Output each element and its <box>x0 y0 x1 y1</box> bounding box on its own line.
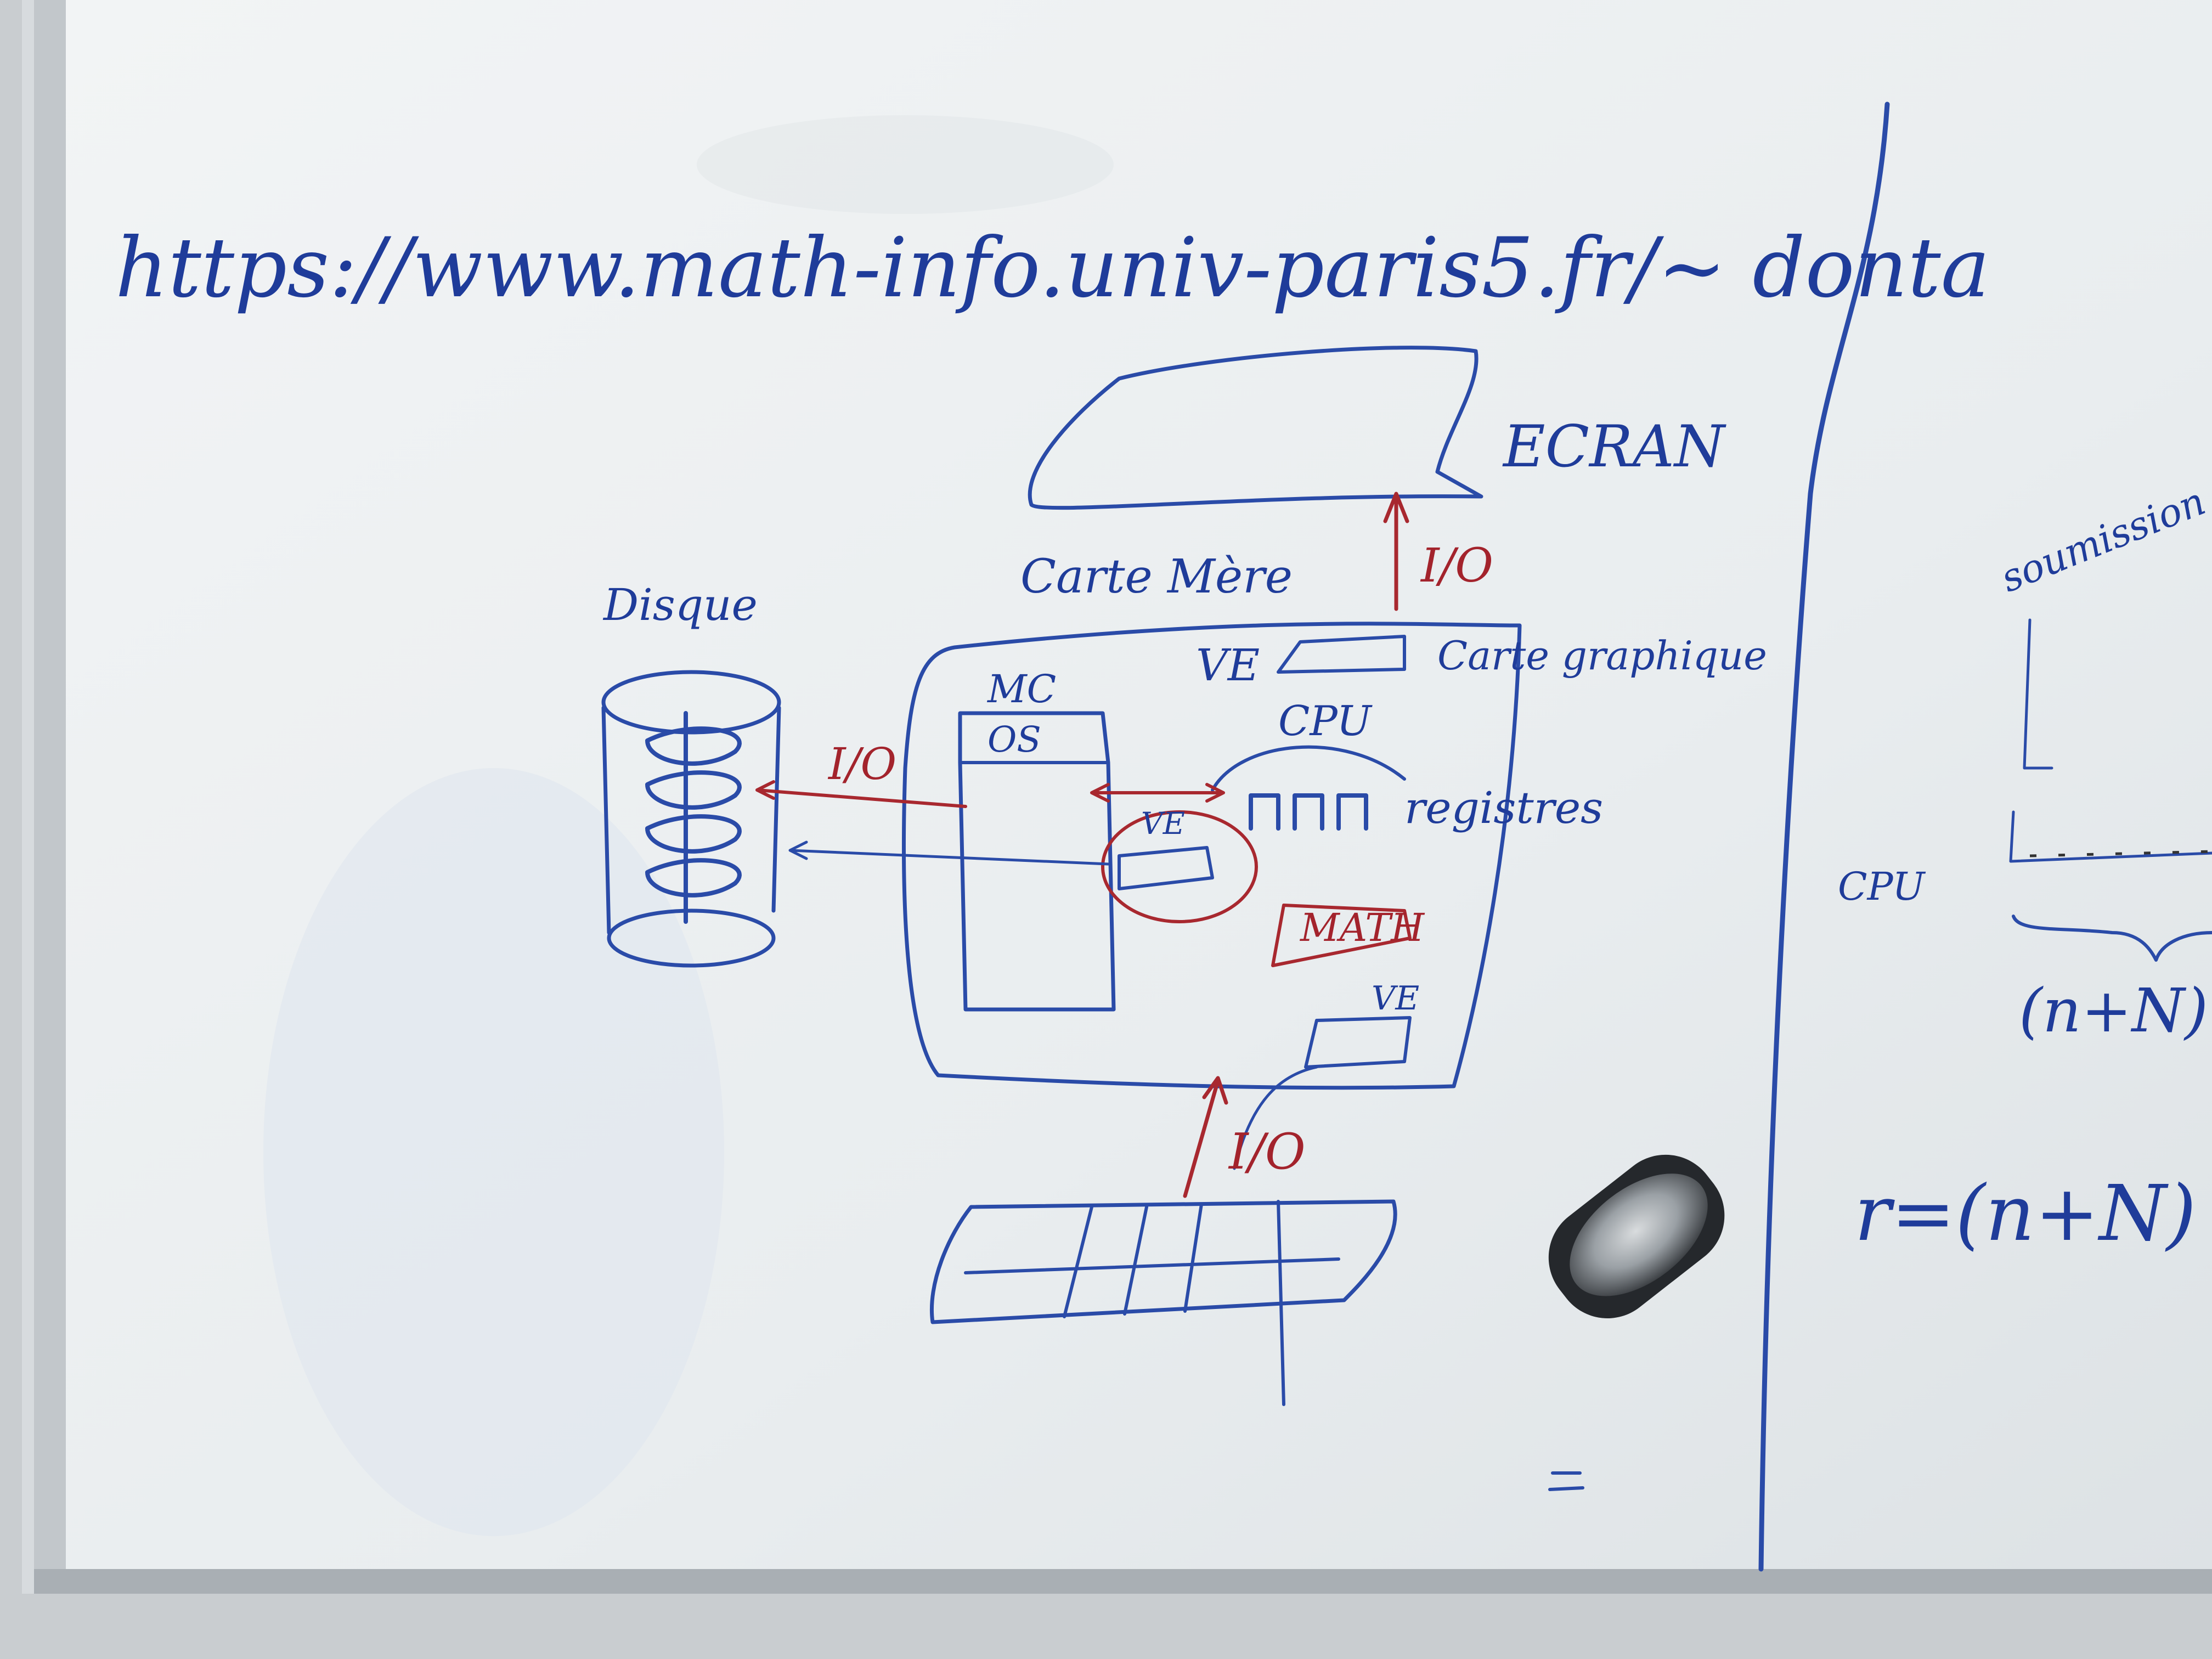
io-label-screen: I/O <box>1420 539 1493 593</box>
erased-smudge <box>697 115 1114 214</box>
mc-label: MC <box>986 667 1056 712</box>
n-plus-n-label: (n+N) <box>2019 975 2208 1046</box>
disque-label: Disque <box>602 579 758 630</box>
cpu-arc <box>1211 745 1406 792</box>
carte-graphique-label: Carte graphique <box>1437 633 1767 679</box>
math-box <box>1271 904 1412 967</box>
disk-process-arrow <box>788 840 1110 866</box>
io-arrow-up <box>1383 492 1409 611</box>
keyboard-link <box>1233 1065 1318 1170</box>
eraser-grip <box>1570 1173 1708 1296</box>
memory-cpu-arrow <box>1090 783 1225 803</box>
ecran-shape <box>1028 346 1483 510</box>
disk-platters <box>645 711 742 924</box>
disk-bottom <box>607 909 776 968</box>
io-label-disk: I/O <box>827 738 896 789</box>
process-box <box>1118 846 1214 890</box>
cpu-label: CPU <box>1278 697 1373 745</box>
os-label: OS <box>988 719 1041 760</box>
cpu-label-right: CPU <box>1838 864 1926 909</box>
motherboard-outline <box>902 622 1522 1090</box>
gpu-box <box>1277 635 1406 674</box>
disk-sides <box>601 706 781 935</box>
timeline-dots <box>2029 850 2212 857</box>
equals-mark <box>1548 1471 1584 1491</box>
timeline-axis <box>2009 618 2212 863</box>
ecran-label: ECRAN <box>1502 413 1726 480</box>
keyboard-io-arrow <box>1183 1076 1228 1198</box>
url-text: https://www.math-info.univ-paris5.fr/~ d… <box>115 221 1990 316</box>
ve-label-keyboard: VE <box>1372 979 1419 1018</box>
whiteboard-eraser <box>1548 1154 1725 1318</box>
io-label-keyboard: I/O <box>1228 1123 1306 1181</box>
keyboard-grid <box>964 1200 1340 1406</box>
math-label: MATH <box>1299 905 1425 950</box>
formula-label: r=(n+N) <box>1854 1169 2196 1259</box>
board-tray <box>22 1569 2212 1594</box>
disk-top <box>601 670 781 735</box>
cpu-registers <box>1249 793 1368 831</box>
registres-label: registres <box>1404 782 1603 833</box>
disk-io-arrow <box>755 780 967 808</box>
carte-mere-label: Carte Mère <box>1020 550 1293 604</box>
curly-brace <box>2012 915 2212 962</box>
divider-line <box>1758 101 1890 1572</box>
frame-left-edge <box>22 0 34 1594</box>
process-circle <box>1101 810 1258 923</box>
ve-label-process: VE <box>1141 806 1185 841</box>
erased-smudge <box>263 768 724 1536</box>
keyboard <box>929 1199 1397 1324</box>
ve-label-gpu: VE <box>1196 640 1260 691</box>
keyboard-buffer-box <box>1304 1016 1412 1069</box>
